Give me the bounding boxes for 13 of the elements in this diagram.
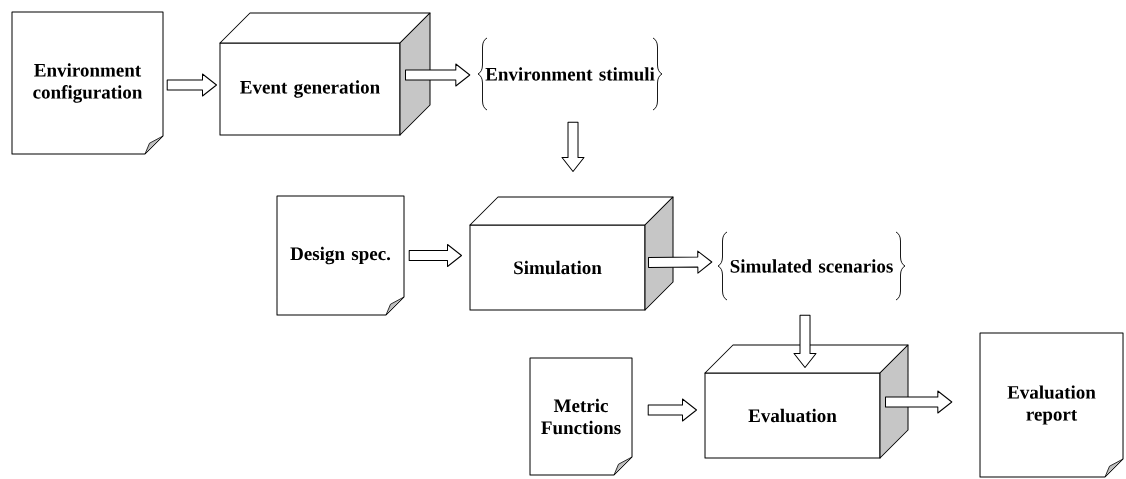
block-arrow — [166, 73, 217, 97]
block-arrow — [561, 121, 585, 172]
process-block: Event generation — [219, 12, 431, 136]
process-block: Evaluation — [704, 344, 909, 459]
braced-data: Simulated scenarios — [717, 231, 906, 301]
block-arrow — [408, 244, 462, 267]
block-arrow — [405, 63, 471, 87]
block-arrow — [793, 314, 817, 368]
block-arrow — [647, 250, 713, 274]
block-arrow — [885, 390, 953, 414]
block-arrow — [647, 398, 697, 422]
braced-data: Environment stimuli — [477, 37, 663, 111]
process-block: Simulation — [469, 196, 674, 311]
